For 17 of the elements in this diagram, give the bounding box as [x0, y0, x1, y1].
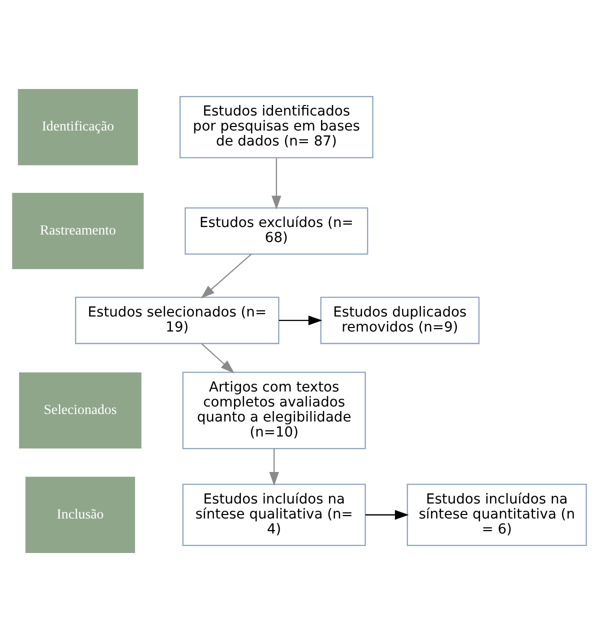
node-box: Artigos com textos completos avaliados quanto a elegibilidade (n=10) [182, 371, 366, 449]
node-box: Inclusão [25, 476, 136, 552]
arrow [201, 342, 234, 373]
node-box: Estudos incluídos na síntese quantitativa (n = 6) [406, 483, 587, 546]
arrow [200, 253, 252, 298]
arrow [278, 315, 322, 325]
node-box: Estudos excluídos (n= 68) [184, 206, 368, 254]
node-box: Estudos selecionados (n= 19) [75, 296, 280, 344]
arrow [365, 510, 409, 520]
node-box: Estudos identificados por pesquisas em bases de dados (n= 87) [179, 95, 374, 158]
node-box: Estudos incluídos na síntese qualitativa (n= 4) [182, 483, 366, 546]
node-box: Rastreamento [12, 192, 144, 269]
node-box: Identificação [18, 88, 138, 165]
arrow [269, 448, 279, 486]
node-box: Estudos duplicados removidos (n=9) [320, 296, 480, 344]
node-box: Selecionados [19, 372, 142, 448]
arrow [272, 158, 282, 210]
